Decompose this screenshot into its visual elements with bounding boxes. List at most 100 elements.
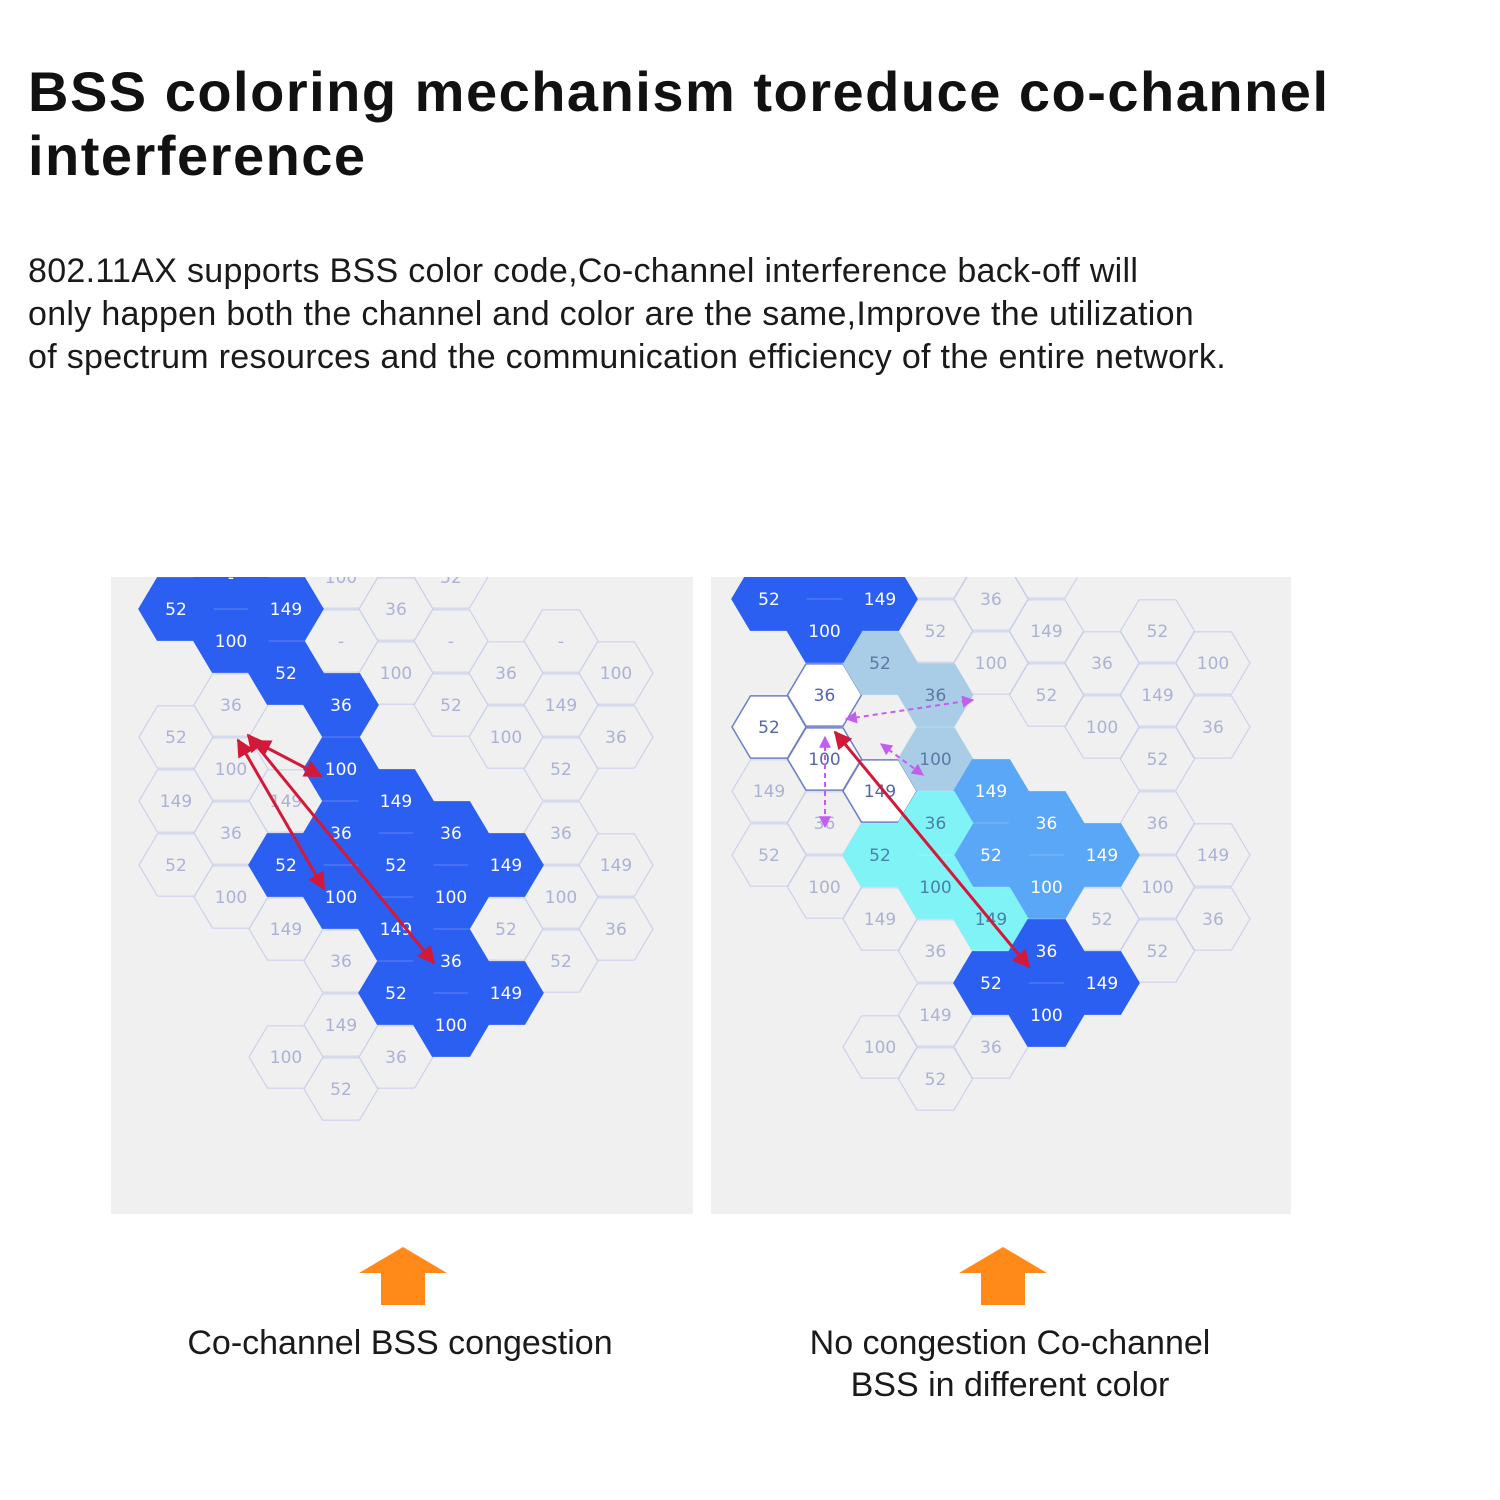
hex-cell: 36	[1064, 631, 1140, 695]
hex-cell-channel: 149	[864, 590, 896, 610]
hex-cell: 52	[303, 1057, 379, 1121]
hex-cell-shape	[1014, 577, 1079, 599]
hex-cell-channel: 52	[385, 856, 407, 876]
hex-cell-channel: 52	[1091, 910, 1113, 930]
hex-cell-channel: 36	[1147, 814, 1169, 834]
hex-cell-channel: 52	[385, 984, 407, 1004]
hex-cell-channel: 149	[1086, 974, 1118, 994]
hex-cell-channel: 100	[380, 664, 412, 684]
hex-cell-channel: 100	[1086, 718, 1118, 738]
hex-cell: 36	[1175, 887, 1251, 951]
hex-cell-channel: 100	[1197, 654, 1229, 674]
up-arrow-icon	[359, 1247, 447, 1305]
hex-cell-channel: 36	[814, 577, 836, 578]
hex-cell-channel: 100	[215, 760, 247, 780]
hex-cell: 36	[578, 897, 654, 961]
hex-cell-channel: 100	[325, 577, 357, 588]
congestion-diagram-panel: 1491005236--1005236100149-10036523652149…	[111, 577, 693, 1214]
hex-cell-shape	[578, 897, 654, 961]
hex-cell-channel: 52	[440, 577, 462, 588]
hex-cell-shape	[1175, 887, 1251, 951]
hex-cell: 36	[953, 577, 1029, 631]
hex-cell: 52	[1119, 919, 1196, 983]
hex-cell: 52	[1119, 727, 1196, 791]
hex-cell-channel: 100	[919, 878, 951, 898]
hex-cell-shape	[523, 737, 599, 801]
description-line-2: only happen both the channel and color a…	[28, 295, 1195, 333]
interference-arrow	[246, 733, 436, 965]
hex-cell-channel: 149	[1086, 846, 1118, 866]
hex-cell: 149	[578, 833, 654, 897]
hex-cell-shape	[578, 833, 654, 897]
hex-cell-channel: 36	[1036, 942, 1058, 962]
hex-cell-channel: 149	[753, 782, 785, 802]
caption-congestion: Co-channel BSS congestion	[110, 1322, 690, 1364]
hex-cell: 149	[842, 577, 918, 631]
hex-cell: 52	[138, 577, 214, 641]
hex-cell: 52	[523, 737, 599, 801]
hex-cell-channel: 149	[490, 984, 522, 1004]
hex-cell: 149	[138, 769, 214, 833]
hex-cell-channel: 52	[275, 664, 297, 684]
hex-cell-channel: 100	[435, 1016, 467, 1036]
caption-no-congestion-line-1: No congestion Co-channel	[809, 1324, 1211, 1362]
hex-cell-channel: 36	[814, 814, 836, 834]
hex-cell-channel: 52	[165, 600, 187, 620]
hex-cell-channel: -	[448, 632, 454, 652]
hex-cell-channel: 149	[1197, 846, 1229, 866]
hex-cell-channel: 52	[440, 696, 462, 716]
hex-cell-channel: 36	[1202, 718, 1224, 738]
hex-cell-channel: 36	[220, 696, 242, 716]
hex-cell-channel: 100	[325, 888, 357, 908]
hex-cell: 100	[248, 1025, 324, 1089]
color-coexistence-arrow	[844, 695, 975, 724]
description: 802.11AX supports BSS color code,Co-chan…	[28, 250, 1488, 379]
hex-cell-channel: 36	[495, 664, 517, 684]
hex-cell: 52	[523, 929, 599, 993]
hex-cell-channel: 36	[440, 952, 462, 972]
bss-color-hex-grid: 1491005236521491005236100149521003652365…	[731, 577, 1251, 1111]
caption-congestion-text: Co-channel BSS congestion	[187, 1324, 613, 1362]
hex-cell: 52	[731, 695, 807, 759]
hex-cell: 100	[468, 705, 544, 769]
hex-cell-channel: 52	[758, 718, 780, 738]
hex-cell: 52	[897, 1047, 974, 1111]
hex-cell: 36	[358, 577, 434, 641]
hex-cell-channel: 100	[545, 888, 577, 908]
hex-cell-channel: 100	[270, 1048, 302, 1068]
bss-color-diagram-panel: 1491005236521491005236100149521003652365…	[711, 577, 1291, 1214]
hex-cell-channel: 52	[980, 974, 1002, 994]
hex-cell-channel: 100	[919, 750, 951, 770]
hex-cell-channel: 36	[330, 952, 352, 972]
hex-cell-channel: 100	[975, 654, 1007, 674]
hex-cell-channel: 36	[925, 814, 947, 834]
hex-cell-channel: 100	[215, 888, 247, 908]
hex-cell-channel: 36	[980, 590, 1002, 610]
hex-cell-channel: 52	[550, 952, 572, 972]
hex-cell-channel: 36	[1036, 814, 1058, 834]
interference-arrow	[833, 730, 1031, 969]
caption-no-congestion: No congestion Co-channel BSS in differen…	[720, 1322, 1300, 1406]
hex-cell: 52	[731, 577, 807, 631]
hex-cell-channel: 36	[605, 728, 627, 748]
hex-cell-channel: 149	[545, 696, 577, 716]
hex-cell-shape	[578, 641, 654, 705]
hex-cell-channel: 36	[925, 942, 947, 962]
hex-cell: 149	[1064, 823, 1140, 887]
hex-cell: 100	[842, 1015, 918, 1079]
hex-cell-channel: 149	[270, 600, 302, 620]
hex-cell-channel: 52	[925, 622, 947, 642]
hex-cell: 100	[413, 993, 489, 1057]
hex-cell-channel: 100	[1030, 878, 1062, 898]
hex-cell-channel: 149	[919, 1006, 951, 1026]
hex-cell-channel: 100	[1141, 878, 1173, 898]
hex-cell-channel: 149	[490, 856, 522, 876]
hex-cell-channel: 100	[919, 577, 951, 578]
hex-cell-channel: 52	[869, 846, 891, 866]
hex-cell-channel: 52	[925, 1070, 947, 1090]
hex-cell-shape	[1119, 727, 1196, 791]
hex-cell-channel: -	[228, 577, 234, 588]
hex-cell-channel: 36	[925, 686, 947, 706]
hex-cell: 52	[1008, 663, 1085, 727]
hex-cell-channel: 52	[980, 846, 1002, 866]
